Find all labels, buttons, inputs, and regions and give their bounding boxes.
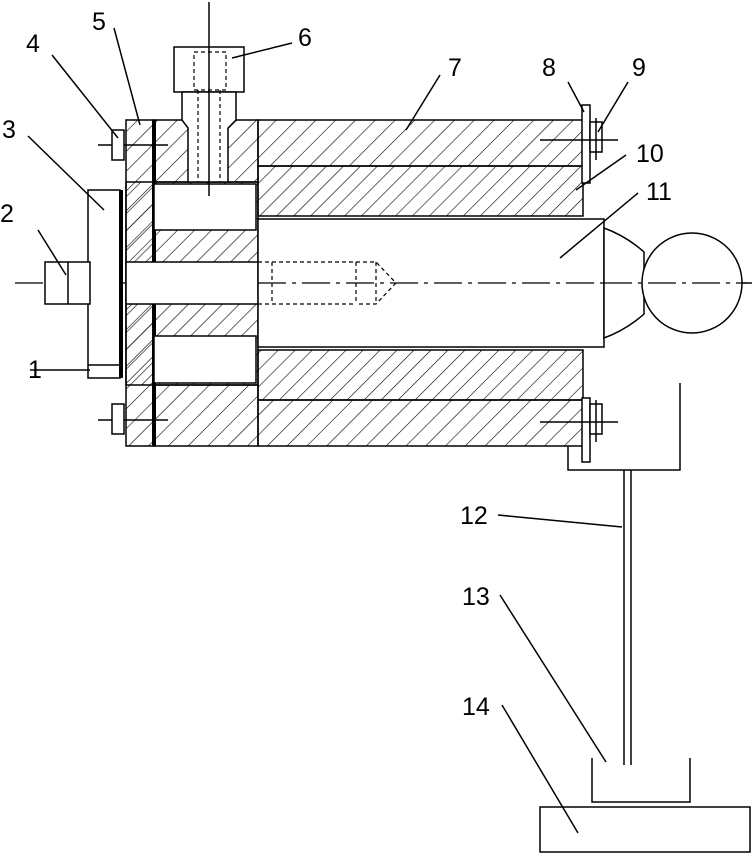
housing-lower-left bbox=[154, 385, 258, 446]
label-part-10: 10 bbox=[636, 140, 664, 168]
label-part-7: 7 bbox=[448, 54, 462, 82]
lower-cavity bbox=[154, 336, 256, 383]
cup-part-13 bbox=[592, 758, 690, 802]
label-part-14: 14 bbox=[462, 693, 490, 721]
label-part-13: 13 bbox=[462, 583, 490, 611]
label-part-9: 9 bbox=[632, 54, 646, 82]
bore bbox=[126, 262, 258, 304]
label-part-4: 4 bbox=[26, 30, 40, 58]
label-part-8: 8 bbox=[542, 54, 556, 82]
outer-sleeve-lower bbox=[258, 400, 583, 446]
label-part-6: 6 bbox=[298, 24, 312, 52]
upper-cavity bbox=[154, 184, 256, 230]
label-part-12: 12 bbox=[460, 502, 488, 530]
inner-sleeve-lower bbox=[258, 350, 583, 400]
outer-sleeve-upper-part-7 bbox=[258, 120, 583, 166]
label-part-2: 2 bbox=[0, 200, 14, 228]
label-part-11: 11 bbox=[646, 178, 672, 206]
label-part-1: 1 bbox=[28, 356, 42, 384]
label-part-3: 3 bbox=[2, 116, 16, 144]
end-plate-part-3 bbox=[88, 190, 120, 378]
plate-part-8 bbox=[582, 105, 590, 183]
inner-sleeve-upper-part-10 bbox=[258, 166, 583, 216]
base-part-14 bbox=[540, 807, 750, 852]
label-part-5: 5 bbox=[92, 8, 106, 36]
